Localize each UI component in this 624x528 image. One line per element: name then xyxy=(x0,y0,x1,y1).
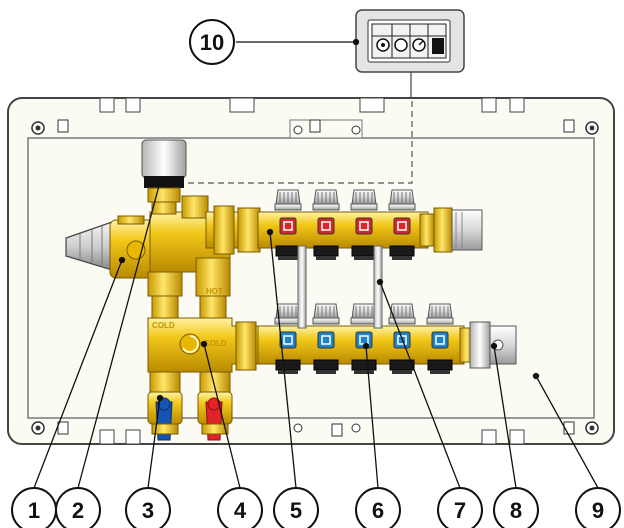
callout-label: 6 xyxy=(372,498,384,523)
bracket-right xyxy=(373,245,383,329)
return-cap-5 xyxy=(431,331,449,349)
screw-top-right xyxy=(563,119,599,135)
callout-5: 5 xyxy=(273,487,319,528)
callout-label: 3 xyxy=(142,498,154,523)
callout-6: 6 xyxy=(355,487,401,528)
callout-2: 2 xyxy=(55,487,101,528)
callout-label: 7 xyxy=(454,498,466,523)
callout-7: 7 xyxy=(437,487,483,528)
supply-end-cap xyxy=(451,209,483,251)
screw-bottom-left xyxy=(31,421,69,435)
callout-9: 9 xyxy=(575,487,621,528)
callout-3: 3 xyxy=(125,487,171,528)
callout-group: 1 2 3 4 5 6 7 8 9 10 xyxy=(11,19,621,528)
control-wire xyxy=(178,98,413,184)
callout-10: 10 xyxy=(189,19,235,65)
return-outlet-1 xyxy=(274,303,302,374)
mixing-group: COLD HOT COLD xyxy=(65,139,271,393)
callout-1: 1 xyxy=(11,487,57,528)
power-icon xyxy=(394,38,408,52)
callout-label: 1 xyxy=(28,498,40,523)
callout-label: 9 xyxy=(592,498,604,523)
callout-label: 2 xyxy=(72,498,84,523)
ball-valve-red xyxy=(197,391,233,441)
thermostatic-actuator xyxy=(141,139,187,215)
supply-outlet-3 xyxy=(350,189,378,260)
callout-8: 8 xyxy=(493,487,539,528)
callout-label: 4 xyxy=(234,498,247,523)
cold-label-left: COLD xyxy=(152,321,175,330)
thermostat-controller xyxy=(355,9,465,98)
leader-lines xyxy=(33,38,599,489)
supply-manifold xyxy=(257,189,483,260)
supply-cap-4 xyxy=(393,217,411,235)
return-outlet-2 xyxy=(312,303,340,374)
return-outlet-5 xyxy=(426,303,454,374)
cold-label-right: COLD xyxy=(204,339,227,348)
callout-label: 8 xyxy=(510,498,522,523)
screw-top-left xyxy=(31,119,69,135)
screw-bottom-right xyxy=(563,421,599,435)
supply-cap-3 xyxy=(355,217,373,235)
return-cap-2 xyxy=(317,331,335,349)
cabinet-frame xyxy=(7,97,615,445)
supply-outlet-4 xyxy=(388,189,416,260)
supply-outlet-2 xyxy=(312,189,340,260)
callout-label: 10 xyxy=(200,30,224,55)
hot-label: HOT xyxy=(206,287,223,296)
callout-label: 5 xyxy=(290,498,302,523)
ball-valve-blue xyxy=(147,391,183,441)
callout-4: 4 xyxy=(217,487,263,528)
supply-cap-2 xyxy=(317,217,335,235)
return-cap-1 xyxy=(279,331,297,349)
supply-cap-1 xyxy=(279,217,297,235)
bracket-left xyxy=(297,245,307,329)
